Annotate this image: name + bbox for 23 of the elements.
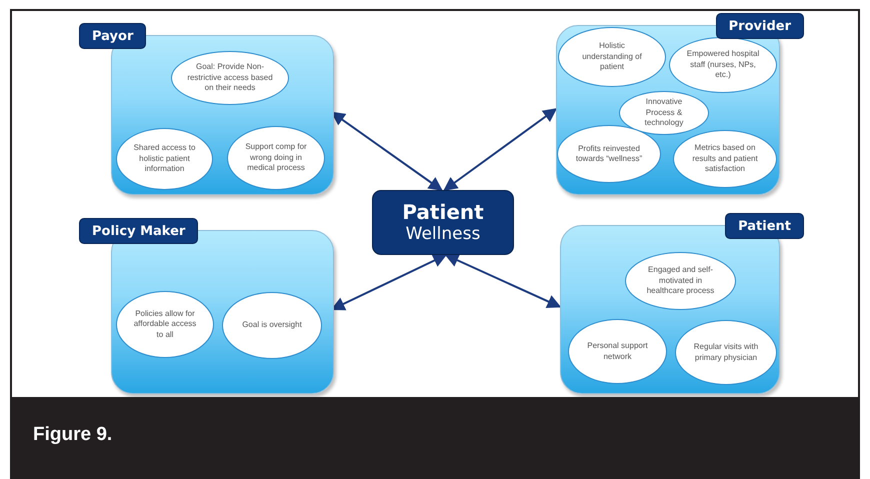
title-tab: Provider bbox=[716, 13, 804, 39]
center-title: Patient bbox=[402, 200, 484, 224]
arrow bbox=[443, 108, 558, 191]
oval-bubble: Shared access to holistic patient information bbox=[116, 128, 213, 190]
oval-bubble: Goal is oversight bbox=[222, 292, 322, 359]
figure-caption: Figure 9. bbox=[33, 424, 112, 446]
oval-bubble: Innovative Process & technology bbox=[619, 91, 709, 135]
title-tab: Payor bbox=[79, 23, 146, 49]
arrow bbox=[444, 254, 562, 308]
oval-bubble: Empowered hospital staff (nurses, NPs, etc.) bbox=[669, 37, 777, 93]
title-tab: Patient bbox=[725, 213, 804, 239]
center-box bbox=[372, 190, 514, 255]
center-subtitle: Wellness bbox=[406, 224, 480, 245]
oval-bubble: Policies allow for affordable access to all bbox=[116, 291, 214, 358]
oval-bubble: Goal: Provide Non-restrictive access based on their needs bbox=[171, 51, 289, 105]
oval-bubble: Personal support network bbox=[568, 319, 667, 384]
oval-bubble: Support comp for wrong doing in medical process bbox=[227, 126, 325, 190]
title-tab: Policy Maker bbox=[79, 218, 198, 244]
oval-bubble: Regular visits with primary physician bbox=[675, 320, 777, 385]
oval-bubble: Engaged and self-motivated in healthcare process bbox=[625, 252, 736, 310]
oval-bubble: Metrics based on results and patient satisfaction bbox=[673, 130, 777, 188]
oval-bubble: Holistic understanding of patient bbox=[558, 27, 666, 87]
oval-bubble: Profits reinvested towards “wellness” bbox=[557, 125, 661, 183]
